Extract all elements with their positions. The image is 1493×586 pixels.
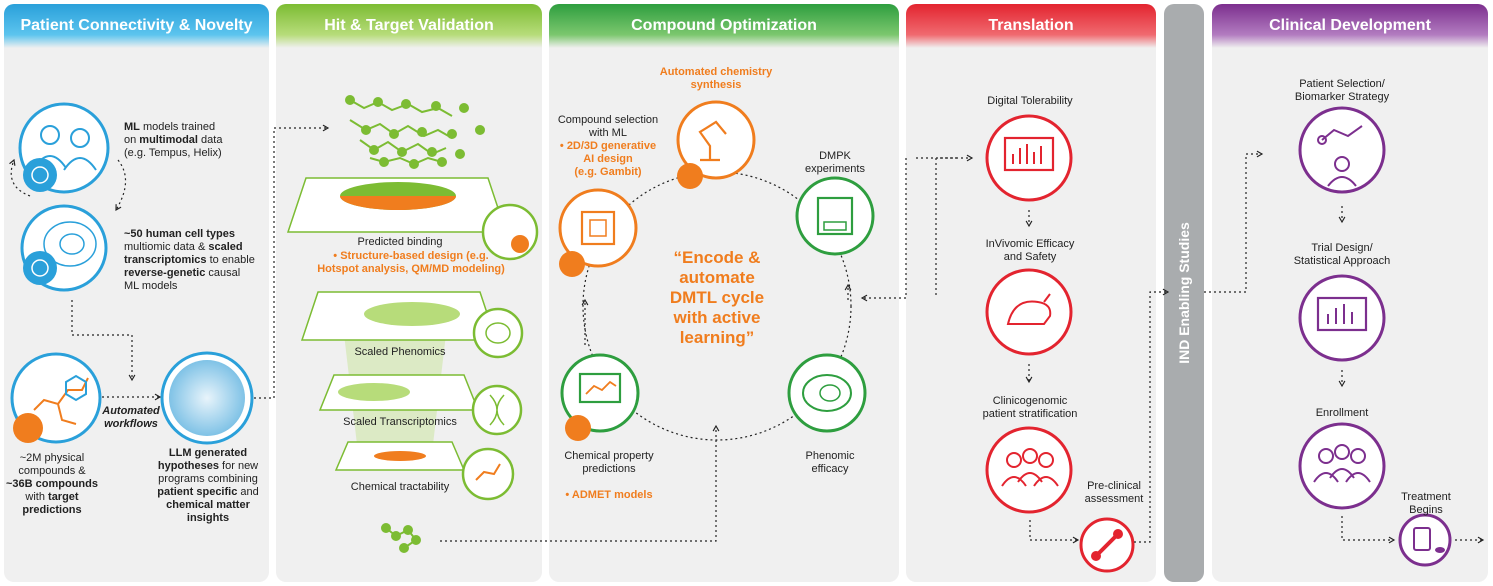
structure-based-design-label: • Structure-based design (e.g.Hotspot an…: [317, 250, 505, 275]
predicted-binding-label: Predicted binding: [357, 236, 443, 248]
chemical-tractability-label: Chemical tractability: [350, 481, 450, 493]
panel-ind: [1164, 4, 1204, 582]
panel-hit-target: Hit & Target Validation: [276, 4, 542, 582]
header-hit: Hit & Target Validation: [276, 4, 542, 48]
scaled-transcriptomics-label: Scaled Transcriptomics: [343, 416, 457, 428]
panel-patient-connectivity: Patient Connectivity & Novelty: [4, 4, 269, 582]
header-translation: Translation: [906, 4, 1156, 48]
patient-selection-label: Patient Selection/Biomarker Strategy: [1294, 78, 1390, 103]
digital-tolerability-label: Digital Tolerability: [987, 95, 1073, 107]
header-patient: Patient Connectivity & Novelty: [4, 4, 269, 48]
trial-design-label: Trial Design/Statistical Approach: [1293, 242, 1391, 267]
header-ind: IND Enabling Studies: [1176, 222, 1193, 364]
header-clinical: Clinical Development: [1212, 4, 1488, 48]
ind-label-wrap: IND Enabling Studies: [1164, 4, 1204, 582]
enrollment-label: Enrollment: [1315, 407, 1369, 419]
scaled-phenomics-label: Scaled Phenomics: [354, 346, 446, 358]
header-compound: Compound Optimization: [549, 4, 899, 48]
